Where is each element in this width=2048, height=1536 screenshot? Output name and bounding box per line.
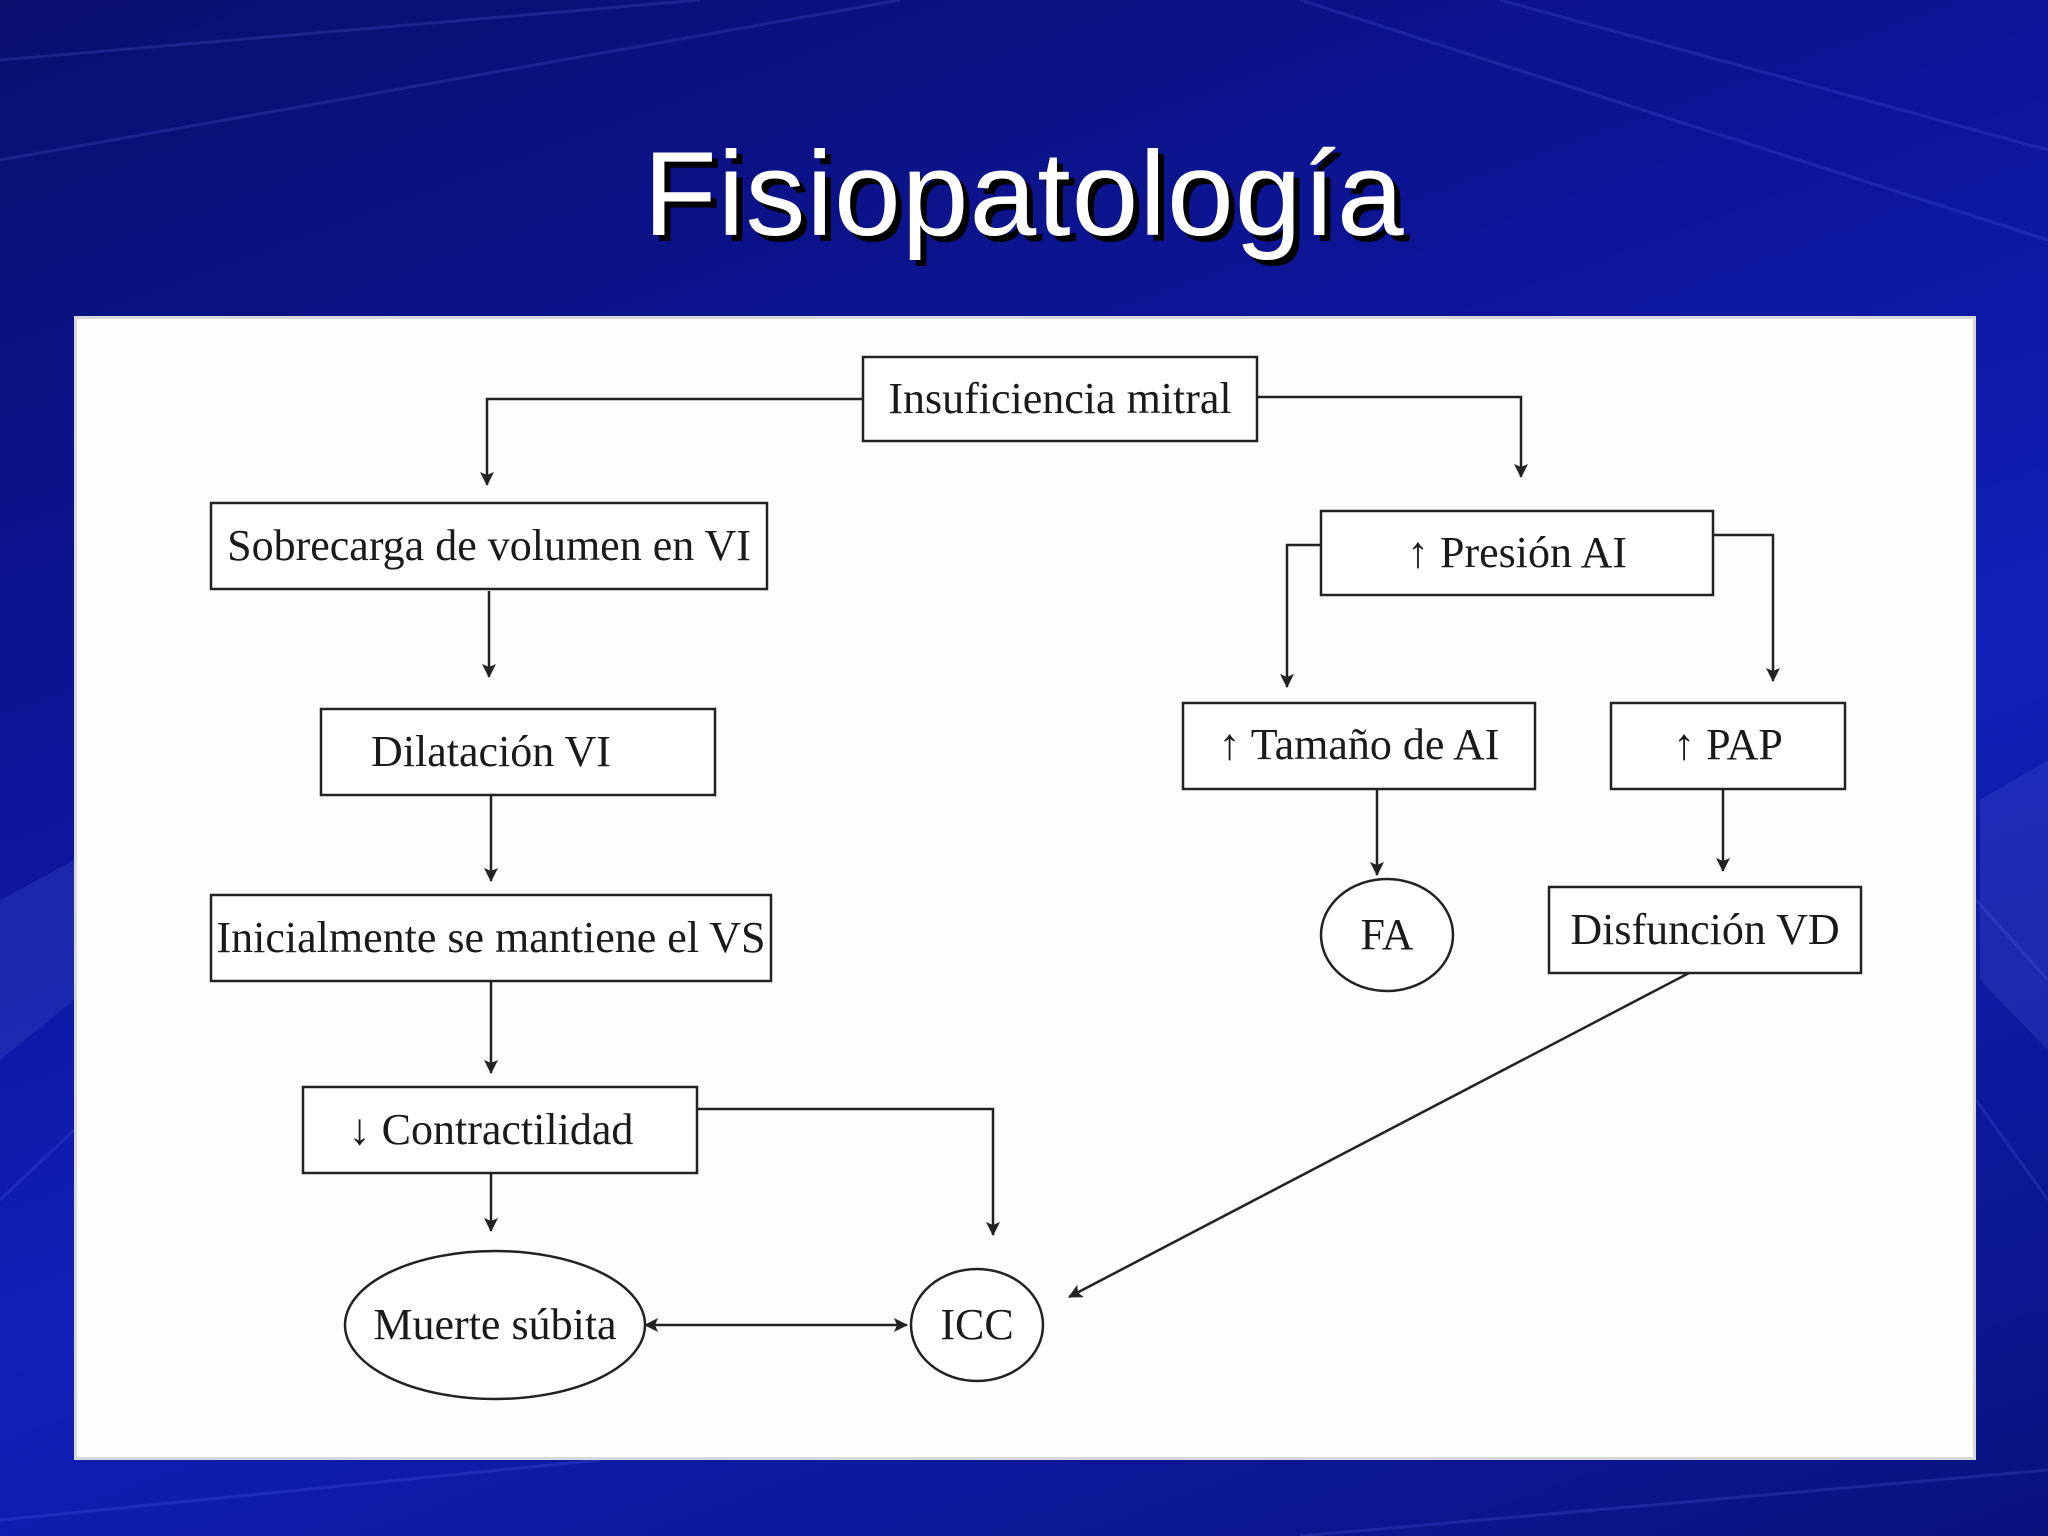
edges: [480, 395, 1780, 1332]
node-inicialmente-label: Inicialmente se mantiene el VS: [216, 913, 765, 962]
node-pap-label: ↑ PAP: [1673, 720, 1783, 769]
node-muerte-subita: Muerte súbita: [343, 1249, 647, 1401]
edge-insuficiencia-sobrecarga: [480, 397, 863, 486]
node-inicialmente: Inicialmente se mantiene el VS: [209, 893, 773, 983]
edge-presion-pap: [1713, 533, 1780, 682]
edge-contractilidad-icc: [695, 1107, 1000, 1236]
node-sobrecarga: Sobrecarga de volumen en VI: [209, 501, 769, 591]
edge-disfuncion-icc: [1068, 971, 1690, 1299]
diagram-panel: Insuficiencia mitral Sobrecarga de volum…: [74, 316, 1976, 1460]
node-contractilidad-label: ↓ Contractilidad: [349, 1105, 634, 1154]
node-tamano-ai: ↑ Tamaño de AI: [1181, 701, 1537, 791]
node-disfuncion-vd: Disfunción VD: [1547, 885, 1863, 975]
node-fa: FA: [1319, 877, 1455, 993]
node-muerte-subita-label: Muerte súbita: [373, 1300, 616, 1349]
node-sobrecarga-label: Sobrecarga de volumen en VI: [227, 521, 751, 570]
node-presion-ai: ↑ Presión AI: [1319, 509, 1715, 597]
node-insuficiencia-mitral-label: Insuficiencia mitral: [888, 374, 1231, 423]
node-icc: ICC: [909, 1267, 1045, 1383]
node-disfuncion-vd-label: Disfunción VD: [1570, 905, 1839, 954]
node-tamano-ai-label: ↑ Tamaño de AI: [1219, 720, 1500, 769]
node-pap: ↑ PAP: [1609, 701, 1847, 791]
node-dilatacion-label: Dilatación VI: [371, 727, 611, 776]
node-contractilidad: ↓ Contractilidad: [301, 1085, 699, 1175]
node-icc-label: ICC: [940, 1300, 1013, 1349]
node-dilatacion: Dilatación VI: [319, 707, 717, 797]
node-insuficiencia-mitral: Insuficiencia mitral: [861, 355, 1259, 443]
node-presion-ai-label: ↑ Presión AI: [1407, 528, 1627, 577]
edge-insuficiencia-presion: [1257, 395, 1528, 478]
edge-presion-tamano: [1280, 543, 1321, 688]
node-fa-label: FA: [1361, 910, 1414, 959]
slide-title: Fisiopatología: [643, 127, 1405, 261]
flowchart: Insuficiencia mitral Sobrecarga de volum…: [209, 355, 1863, 1401]
